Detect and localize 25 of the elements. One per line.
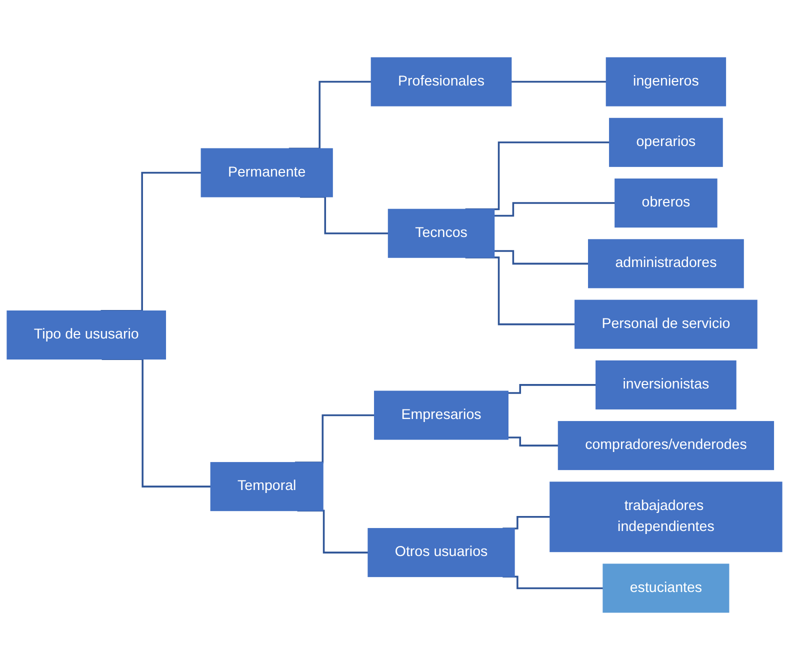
- connector: [494, 202, 616, 217]
- node-box: Personal de servicio: [574, 300, 758, 349]
- connector: [508, 384, 596, 394]
- connector: [300, 196, 388, 234]
- node-box: trabajadores independientes: [550, 482, 782, 552]
- connector: [465, 256, 575, 326]
- connector: [511, 80, 606, 83]
- node-box: Profesionales: [370, 57, 512, 106]
- node-box: Otros usuarios: [368, 528, 515, 578]
- connector: [465, 142, 610, 210]
- node-box: operarios: [609, 118, 723, 167]
- node-box: administradores: [588, 239, 744, 288]
- node-box: Tipo de ususario: [6, 310, 166, 360]
- node-box: estuciantes: [602, 564, 730, 613]
- node-box: Permanente: [200, 148, 333, 198]
- node-box: obreros: [614, 178, 718, 228]
- node-box: Empresarios: [374, 390, 508, 440]
- node-box: Temporal: [210, 462, 324, 512]
- node-box: compradores/venderodes: [558, 421, 774, 470]
- connector: [295, 414, 374, 464]
- node-box: inversionistas: [596, 360, 736, 410]
- connector: [494, 250, 588, 265]
- connector: [508, 436, 558, 446]
- node-box: Tecncos: [388, 208, 495, 258]
- node-box: ingenieros: [606, 57, 726, 106]
